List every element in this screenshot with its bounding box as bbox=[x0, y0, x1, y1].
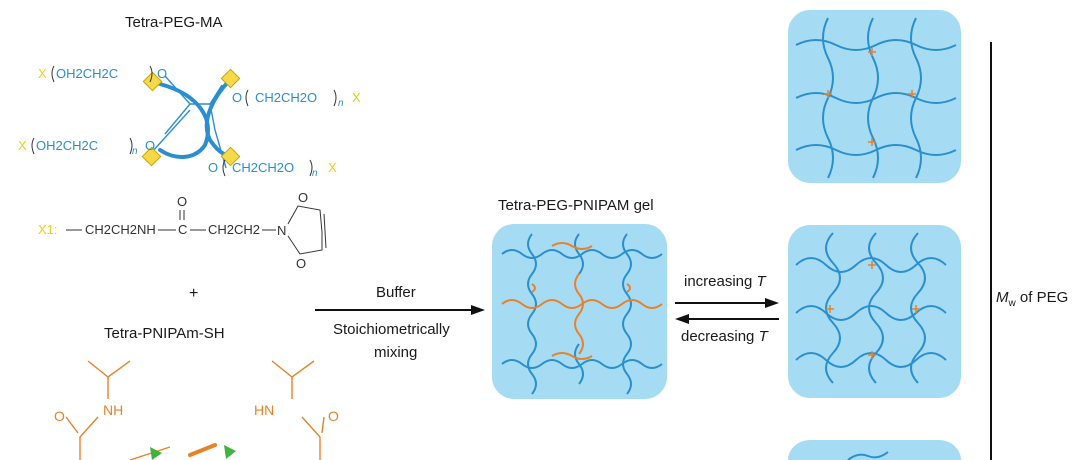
arm2-n: n bbox=[338, 98, 344, 109]
thiol-end-1 bbox=[150, 447, 162, 460]
peg-network-panel-middle bbox=[788, 225, 961, 398]
mw-axis-line bbox=[990, 42, 992, 460]
linker-left-text: CH2CH2NH bbox=[85, 222, 156, 237]
x1-arm4: X bbox=[328, 160, 337, 175]
arm3-text: OH2CH2C bbox=[36, 138, 98, 153]
maleimide-end-4 bbox=[220, 146, 241, 167]
gel-network bbox=[492, 224, 667, 399]
tetra-peg-ma-label: Tetra-PEG-MA bbox=[125, 14, 223, 31]
maleimide-o-bottom: O bbox=[296, 256, 306, 271]
arm4-n: n bbox=[312, 168, 318, 179]
plus-sign: + bbox=[189, 285, 199, 302]
arm1-text: OH2CH2C bbox=[56, 66, 118, 81]
decreasing-t-label: decreasing T bbox=[681, 328, 768, 345]
maleimide-end-3 bbox=[141, 146, 162, 167]
pnipam-o-right: O bbox=[328, 408, 339, 424]
peg-network-panel-bottom bbox=[788, 440, 961, 460]
arm3-n: n bbox=[132, 146, 138, 157]
reversible-arrows bbox=[675, 298, 779, 324]
x1-arm2: X bbox=[352, 90, 361, 105]
x1-arm3: X bbox=[18, 138, 27, 153]
linker-carbonyl-c: C bbox=[178, 222, 187, 237]
arm3-o: O bbox=[145, 138, 155, 153]
tetra-pnipam-sh-structure: NH HN O O bbox=[54, 360, 339, 460]
maleimide-end-2 bbox=[220, 68, 241, 89]
thiol-end-2 bbox=[224, 445, 236, 459]
arm2-o: O bbox=[232, 90, 242, 105]
x1-arm1: X bbox=[38, 66, 47, 81]
tetra-pnipam-sh-label: Tetra-PNIPAm-SH bbox=[104, 325, 225, 342]
increasing-t-label: increasing T bbox=[684, 273, 766, 290]
peg-network-panel-top bbox=[788, 10, 961, 183]
tetra-peg-ma-structure: X OH2CH2C O O CH2CH2O n X X OH2CH2C n O … bbox=[18, 65, 361, 179]
buffer-label: Buffer bbox=[376, 284, 416, 301]
arm1-o: O bbox=[157, 66, 167, 81]
gel-title: Tetra-PEG-PNIPAM gel bbox=[498, 197, 654, 214]
arm4-text: CH2CH2O bbox=[232, 160, 294, 175]
x1-linker-structure: X1: CH2CH2NH C O CH2CH2 N O O bbox=[38, 192, 327, 271]
pnipam-o-left: O bbox=[54, 408, 65, 424]
maleimide-n: N bbox=[277, 223, 286, 238]
mixing-label-line2: mixing bbox=[374, 344, 418, 361]
pnipam-hn: HN bbox=[254, 402, 274, 418]
arm2-text: CH2CH2O bbox=[255, 90, 317, 105]
mixing-arrow bbox=[315, 305, 485, 315]
maleimide-o-top: O bbox=[298, 192, 308, 205]
maleimide-end-1 bbox=[142, 71, 163, 92]
linker-carbonyl-o: O bbox=[177, 194, 187, 209]
mixing-label-line1: Stoichiometrically bbox=[333, 321, 450, 338]
x1-definition: X1: bbox=[38, 222, 58, 237]
pnipam-nh: NH bbox=[103, 402, 123, 418]
arm4-o: O bbox=[208, 160, 218, 175]
linker-right-text: CH2CH2 bbox=[208, 222, 260, 237]
mw-of-peg-label: Mw of PEG bbox=[996, 289, 1069, 309]
